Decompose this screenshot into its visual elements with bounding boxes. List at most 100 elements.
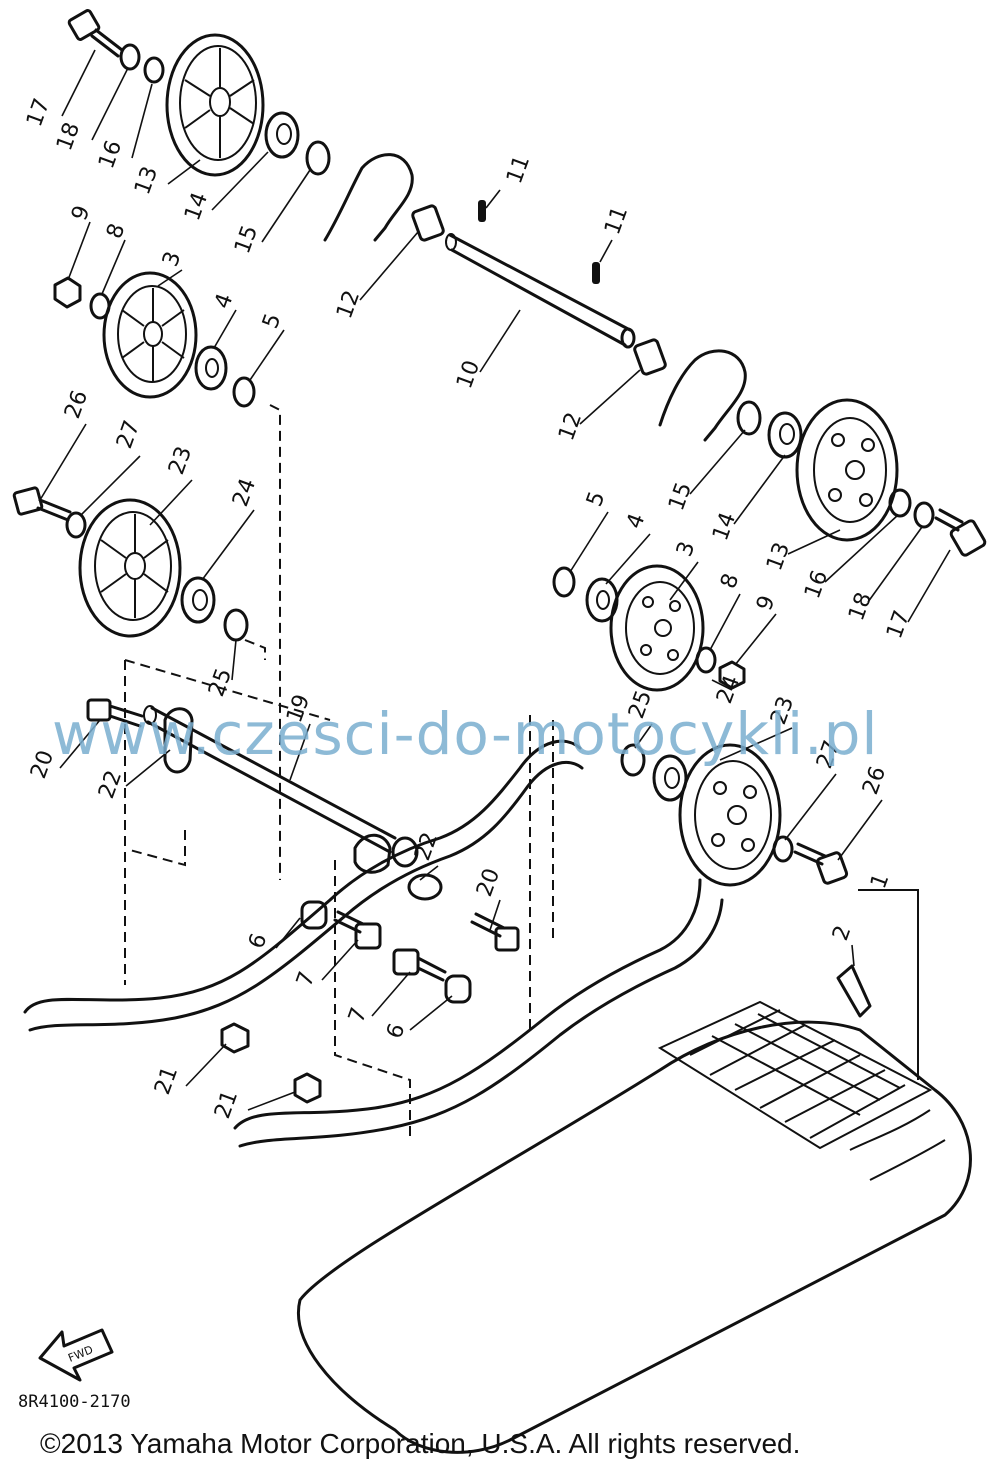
bearing-14-right — [767, 411, 803, 459]
part-label-16: 16 — [800, 567, 833, 602]
leader-line-10 — [479, 309, 521, 373]
part-label-16: 16 — [94, 137, 127, 172]
guide-line-c — [129, 830, 186, 867]
bolt-26-right — [793, 842, 849, 885]
pin-11-b — [592, 262, 600, 284]
part-label-17: 17 — [882, 607, 915, 642]
part-label-18: 18 — [52, 119, 85, 154]
leader-line-20 — [59, 719, 101, 769]
clip-25-left — [223, 608, 249, 642]
part-label-10: 10 — [452, 357, 485, 392]
plate-22-right — [353, 833, 443, 901]
leader-line-13 — [787, 529, 841, 555]
leader-line-13 — [167, 159, 201, 185]
leader-line-24 — [201, 509, 255, 581]
leader-line-18 — [867, 526, 923, 603]
leader-line-12 — [579, 369, 641, 425]
leader-line-5 — [569, 511, 609, 573]
leader-line-20 — [489, 899, 501, 931]
part-label-18: 18 — [844, 589, 877, 624]
leader-line-23 — [149, 479, 193, 526]
leader-line-14 — [211, 151, 269, 211]
leader-line-25 — [231, 639, 237, 681]
wheel-23-right — [678, 743, 782, 887]
leader-line-3 — [669, 561, 699, 601]
part-label-7: 7 — [292, 968, 320, 990]
part-label-20: 20 — [472, 865, 505, 900]
part-label-26: 26 — [858, 763, 891, 798]
washer-27-left — [65, 511, 87, 539]
wheel-23-left — [78, 498, 182, 638]
bearing-14-top — [264, 111, 300, 159]
part-label-24: 24 — [228, 475, 261, 510]
leader-line-24 — [711, 679, 733, 691]
nut-9-right — [718, 660, 746, 690]
leader-line-26 — [837, 799, 883, 861]
leader-line-7 — [371, 971, 411, 1017]
collar-6-right — [444, 974, 472, 1004]
guide-line-d — [334, 860, 411, 1140]
wheel-3-right — [609, 564, 705, 692]
collar-12-left — [411, 204, 445, 242]
washer-27-right — [772, 835, 794, 863]
plate-22-left — [163, 707, 194, 774]
washer-8-right — [695, 646, 717, 674]
leader-line-21 — [247, 1091, 296, 1111]
guide-line-f — [244, 639, 266, 660]
part-label-6: 6 — [244, 930, 272, 952]
part-label-13: 13 — [130, 163, 163, 198]
leader-line-27 — [784, 773, 837, 841]
leader-line-22 — [419, 865, 439, 881]
nut-21-upper — [220, 1022, 250, 1054]
bearing-4-left — [194, 345, 228, 391]
leader-line-17 — [907, 549, 951, 623]
clip-5-right — [552, 566, 576, 598]
leader-line-6 — [275, 917, 301, 949]
guide-line-b — [124, 659, 331, 985]
washer-16-right — [888, 488, 912, 518]
nut-21-lower — [293, 1072, 322, 1104]
clip-5-left — [232, 376, 256, 408]
leader-line-11 — [599, 239, 613, 263]
part-label-15: 15 — [230, 222, 263, 257]
leader-line-9 — [734, 613, 777, 666]
part-label-27: 27 — [112, 417, 145, 452]
copyright-text: ©2013 Yamaha Motor Corporation, U.S.A. A… — [40, 1428, 801, 1459]
guide-line-a — [269, 404, 281, 880]
bolt-17-top — [67, 9, 124, 58]
leader-line-4 — [213, 309, 237, 349]
clip-25-right — [620, 743, 646, 777]
track-clip-2 — [836, 964, 872, 1018]
diagram-code: 8R4100-2170 — [18, 1392, 131, 1412]
leader-line-5 — [249, 329, 285, 381]
part-label-11: 11 — [502, 152, 535, 187]
leader-line-4 — [605, 533, 651, 585]
part-label-21: 21 — [150, 1063, 183, 1098]
part-label-17: 17 — [22, 95, 55, 130]
part-label-4: 4 — [622, 510, 650, 532]
part-label-14: 14 — [708, 509, 741, 544]
bolt-20-right — [470, 912, 520, 952]
washer-18-right — [913, 501, 935, 529]
part-label-3: 3 — [672, 538, 700, 560]
track-1 — [297, 1000, 972, 1454]
clip-15-top — [305, 140, 331, 176]
part-label-15: 15 — [664, 479, 697, 514]
wheel-13-top — [165, 33, 265, 177]
leader-line-16 — [131, 83, 153, 159]
part-label-12: 12 — [332, 287, 365, 322]
leader-line-9 — [67, 221, 91, 281]
washer-16-top — [143, 56, 165, 84]
leader-line-7 — [321, 939, 359, 981]
leader-line-15 — [261, 169, 311, 243]
part-label-6: 6 — [382, 1020, 410, 1042]
wheel-3-left — [102, 271, 198, 399]
leader-line-22 — [125, 749, 171, 787]
leader-line-27 — [79, 455, 141, 517]
leader-line-18 — [91, 67, 129, 141]
leader-line-8 — [101, 239, 126, 295]
bolt-7-right — [392, 948, 447, 982]
leader-line-14 — [733, 454, 786, 525]
wheel-13-right — [795, 398, 899, 542]
